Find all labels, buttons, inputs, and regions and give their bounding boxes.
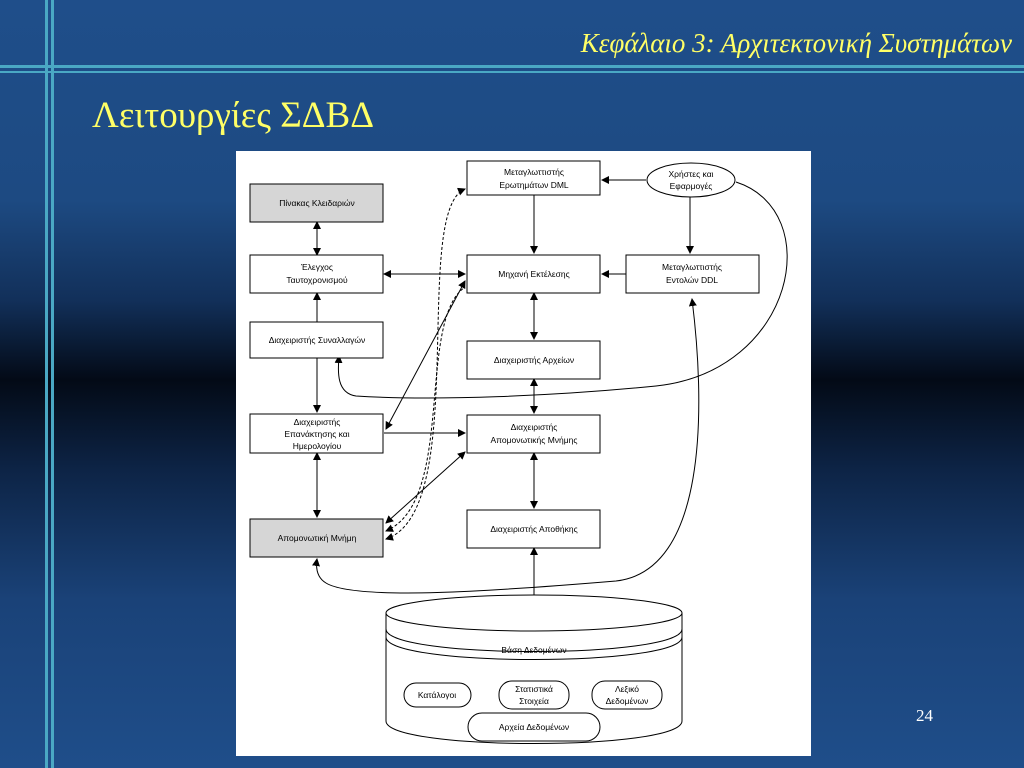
transaction-manager-label: Διαχειριστής Συναλλαγών — [269, 335, 366, 345]
buffer-node: Απομονωτική Μνήμη — [249, 518, 384, 558]
recovery-log-manager-label-line2: Επανάκτησης και — [284, 429, 349, 439]
concurrency-control-node: Έλεγχος Ταυτοχρονισμού — [249, 254, 384, 294]
buffer-label: Απομονωτική Μνήμη — [278, 533, 357, 543]
users-apps-node: Χρήστες και Εφαρμογές — [646, 162, 736, 198]
statistics-node: Στατιστικά Στοιχεία — [498, 680, 570, 710]
execution-engine-label: Μηχανή Εκτέλεσης — [498, 269, 569, 279]
lock-table-label: Πίνακας Κλειδαριών — [279, 198, 355, 208]
page-number: 24 — [916, 706, 933, 725]
decor-horizontal-line-2 — [0, 71, 1024, 73]
recovery-log-manager-label-line1: Διαχειριστής — [294, 417, 341, 427]
users-apps-label-line2: Εφαρμογές — [670, 181, 713, 191]
decor-horizontal-line-1 — [0, 65, 1024, 68]
dml-compiler-node: Μεταγλωττιστής Ερωτημάτων DML — [466, 160, 601, 196]
concurrency-control-label-line2: Ταυτοχρονισμού — [286, 275, 348, 285]
data-files-label: Αρχεία Δεδομένων — [499, 722, 569, 732]
dbms-architecture-diagram: Πίνακας Κλειδαριών Έλεγχος Ταυτοχρονισμο… — [236, 151, 811, 756]
dml-compiler-label-line1: Μεταγλωττιστής — [504, 167, 564, 177]
buffer-manager-node: Διαχειριστής Απομονωτικής Μνήμης — [466, 414, 601, 454]
file-manager-label: Διαχειριστής Αρχείων — [494, 355, 574, 365]
data-dictionary-label-line2: Δεδομένων — [606, 696, 649, 706]
users-apps-label-line1: Χρήστες και — [668, 169, 713, 179]
ddl-compiler-node: Μεταγλωττιστής Εντολών DDL — [625, 254, 760, 294]
lock-table-node: Πίνακας Κλειδαριών — [249, 183, 384, 223]
execution-engine-node: Μηχανή Εκτέλεσης — [466, 254, 601, 294]
storage-manager-node: Διαχειριστής Αποθήκης — [466, 509, 601, 549]
ddl-compiler-label-line2: Εντολών DDL — [666, 275, 718, 285]
data-dictionary-label-line1: Λεξικό — [615, 684, 639, 694]
statistics-label-line2: Στοιχεία — [519, 696, 549, 706]
edge-buffer-buffermanager — [385, 451, 466, 524]
buffer-manager-label-line1: Διαχειριστής — [511, 422, 558, 432]
edge-ddl-buffer — [312, 298, 700, 594]
decor-vertical-line-1 — [45, 0, 48, 768]
recovery-log-manager-label-line3: Ημερολογίου — [293, 441, 342, 451]
recovery-log-manager-node: Διαχειριστής Επανάκτησης και Ημερολογίου — [249, 413, 384, 454]
data-files-node: Αρχεία Δεδομένων — [467, 712, 601, 742]
storage-manager-label: Διαχειριστής Αποθήκης — [490, 524, 577, 534]
chapter-title: Κεφάλαιο 3: Αρχιτεκτονική Συστημάτων — [580, 28, 1012, 58]
buffer-manager-label-line2: Απομονωτικής Μνήμης — [491, 435, 578, 445]
decor-vertical-line-2 — [51, 0, 54, 768]
transaction-manager-node: Διαχειριστής Συναλλαγών — [249, 321, 384, 359]
dml-compiler-label-line2: Ερωτημάτων DML — [499, 180, 569, 190]
concurrency-control-label-line1: Έλεγχος — [300, 262, 333, 272]
catalogs-node: Κατάλογοι — [403, 682, 472, 708]
ddl-compiler-label-line1: Μεταγλωττιστής — [662, 262, 722, 272]
edge-buffer-engine-dashed — [385, 286, 466, 532]
edge-engine-recovery — [385, 280, 466, 430]
database-label: Βάση Δεδομένων — [501, 645, 566, 655]
file-manager-node: Διαχειριστής Αρχείων — [466, 340, 601, 380]
data-dictionary-node: Λεξικό Δεδομένων — [591, 680, 663, 710]
slide-title: Λειτουργίες ΣΔΒΔ — [92, 95, 375, 136]
database-cylinder: Βάση Δεδομένων Κατάλογοι Στατιστικά Στοι… — [385, 594, 683, 744]
statistics-label-line1: Στατιστικά — [515, 684, 553, 694]
edge-buffer-dml-dashed — [385, 187, 466, 541]
catalogs-label: Κατάλογοι — [418, 690, 456, 700]
